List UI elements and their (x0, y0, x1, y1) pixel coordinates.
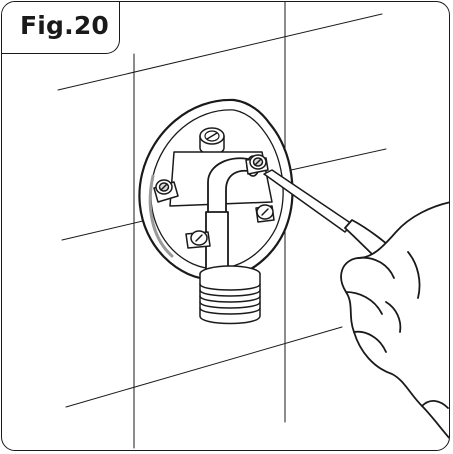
mounting-screw-lower-right (255, 204, 275, 223)
tile-line-3 (65, 326, 343, 408)
hand (340, 201, 449, 440)
mounting-screw-lower-left (185, 230, 211, 249)
mounting-screw-left (153, 179, 179, 203)
wall-tiles (57, 2, 387, 449)
tile-line-1 (57, 13, 383, 91)
figure-label-box: Fig.20 (2, 2, 120, 54)
installation-illustration (57, 2, 449, 449)
figure-label: Fig.20 (20, 11, 110, 40)
mounting-screw-right (245, 154, 269, 175)
threaded-outlet (199, 265, 261, 325)
mount-plate-shadow (148, 174, 174, 258)
